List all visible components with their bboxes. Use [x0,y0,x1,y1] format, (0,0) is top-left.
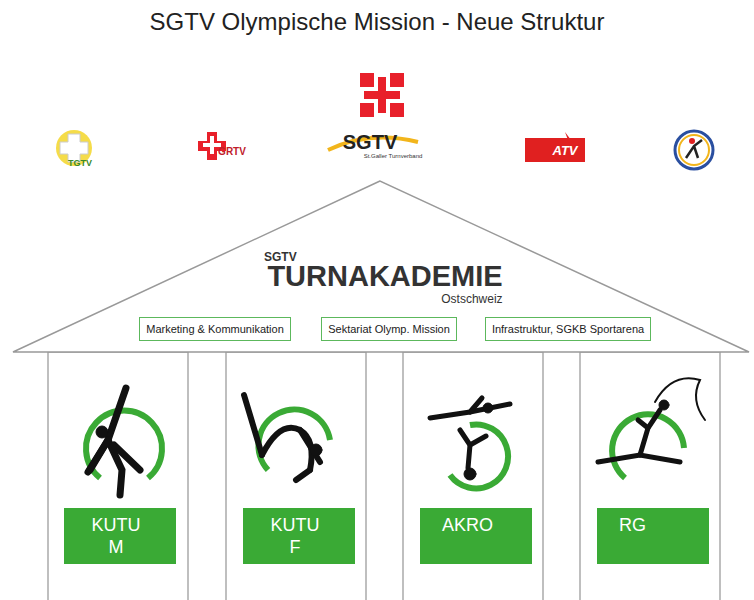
discipline-label: AKRO [442,514,502,536]
logo-label: SGTV [343,131,397,154]
discipline-box: KUTU F [243,508,355,564]
roof-triangle: SGTVTURNAKADEMIEOstschweizMarketing & Ko… [12,180,750,353]
department-box: Infrastruktur, SGKB Sportarena [485,317,651,341]
department-box: Marketing & Kommunikation [139,317,291,341]
discipline-label: RG [619,514,679,536]
diagram-title: SGTV Olympische Mission - Neue Struktur [150,8,605,36]
discipline-label: KUTU F [265,514,325,558]
logo-label: GRTV [218,146,246,157]
department-label: Sektariat Olymp. Mission [328,323,450,335]
discipline-box: AKRO [420,508,532,564]
logo-label: TGTV [68,158,92,168]
department-box: Sektariat Olymp. Mission [321,317,457,341]
department-label: Marketing & Kommunikation [146,323,284,335]
department-label: Infrastruktur, SGKB Sportarena [492,323,644,335]
region-name: Ostschweiz [441,292,502,306]
discipline-box: RG [597,508,709,564]
discipline-box: KUTU M [64,508,176,564]
discipline-label: KUTU M [86,514,146,558]
logo-label: ATV [550,143,579,158]
academy-name: TURNAKADEMIE [267,260,502,293]
logo-label: St.Galler Turnverband [364,153,423,159]
